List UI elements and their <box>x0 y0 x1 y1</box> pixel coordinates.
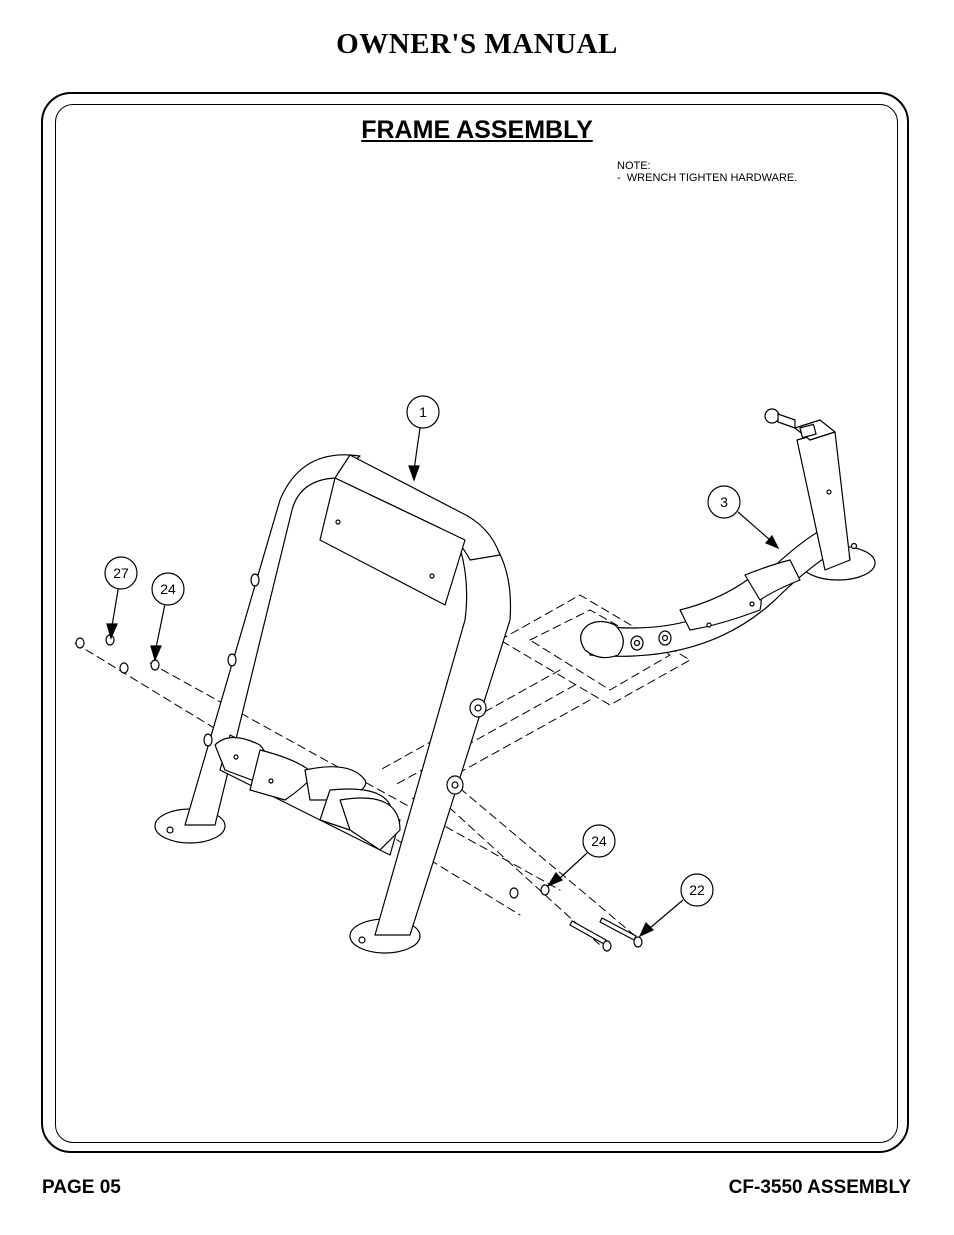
callout-label-22: 22 <box>689 882 705 898</box>
callout-3 <box>707 485 741 519</box>
callout-22 <box>680 873 714 907</box>
section-title: FRAME ASSEMBLY <box>361 116 593 144</box>
callout-label-3: 3 <box>720 494 728 510</box>
callout-label-24a: 24 <box>160 581 176 597</box>
base-tube-3 <box>589 524 846 657</box>
callout-label-1: 1 <box>419 404 427 420</box>
callout-label-27: 27 <box>113 565 129 581</box>
manual-title: OWNER'S MANUAL <box>336 28 618 60</box>
callout-24b <box>582 824 616 858</box>
note-line: - WRENCH TIGHTEN HARDWARE. <box>617 172 798 184</box>
callout-1 <box>406 395 440 429</box>
callout-27 <box>104 556 138 590</box>
callout-label-24b: 24 <box>591 833 607 849</box>
page-border-outer <box>41 92 909 1153</box>
callout-24a <box>151 572 185 606</box>
note-heading: NOTE: <box>617 160 651 172</box>
model-label: CF-3550 ASSEMBLY <box>728 1177 911 1198</box>
assembly-note: NOTE: - WRENCH TIGHTEN HARDWARE. <box>617 160 797 184</box>
page-number: PAGE 05 <box>42 1177 121 1198</box>
page-border-inner <box>55 104 898 1143</box>
back-plate <box>319 477 466 606</box>
frame-tube-back <box>184 454 361 826</box>
